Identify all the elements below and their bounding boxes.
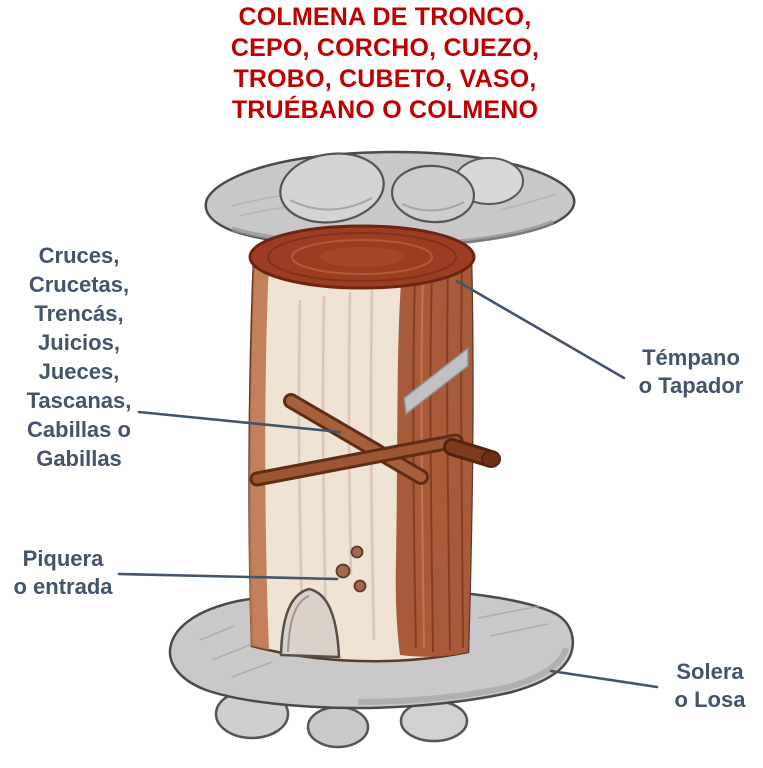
leader-line-lid	[455, 279, 626, 380]
weight-stone-shading	[289, 197, 373, 211]
label-line: Crucetas,	[28, 272, 130, 297]
log-front-texture	[297, 289, 376, 641]
label-line: Juicios,	[38, 330, 120, 355]
entrance-arch-shape	[279, 587, 341, 659]
log-rim-ring	[291, 239, 433, 275]
entrance-arch	[279, 587, 341, 659]
label-line: Gabillas	[36, 446, 122, 471]
label-line: Jueces,	[38, 359, 120, 384]
leader-line-crossbars	[137, 410, 342, 434]
cross-stick	[286, 396, 426, 482]
weight-stone-shading	[401, 201, 465, 212]
leader-lines	[117, 279, 659, 689]
cross-stick	[252, 436, 461, 484]
entrance-holes	[335, 545, 367, 593]
log-rim-center	[320, 247, 404, 267]
cross-sticks	[249, 393, 501, 487]
entrance-hole	[353, 579, 367, 593]
title-line: TROBO, CUBETO, VASO,	[233, 65, 537, 93]
entrance-arch-shading	[287, 595, 310, 653]
label-base: Solera o Losa	[659, 658, 761, 714]
label-line: Solera	[676, 659, 744, 684]
entrance-hole	[350, 545, 364, 559]
label-line: Piquera	[22, 546, 104, 571]
title-line: COLMENA DE TRONCO,	[238, 3, 532, 31]
title-line: CEPO, CORCHO, CUEZO,	[230, 34, 540, 62]
label-line: Trencás,	[34, 301, 124, 326]
stick-peg-end	[481, 450, 501, 468]
label-line: o Losa	[674, 687, 746, 712]
log-rim-ring	[267, 232, 457, 282]
label-entrance: Piquera o entrada	[0, 545, 126, 601]
foot-stone	[306, 705, 370, 749]
base-slab-shading	[357, 647, 569, 705]
metal-band	[403, 346, 469, 416]
diagram-title: COLMENA DE TRONCO, CEPO, CORCHO, CUEZO, …	[130, 2, 640, 126]
leader-line-base	[549, 669, 659, 689]
entrance-hole	[335, 563, 351, 579]
log-bark-left	[249, 258, 269, 650]
label-line: o Tapador	[638, 373, 744, 398]
title-line: TRUÉBANO O COLMENO	[231, 96, 539, 124]
leader-line-entrance	[117, 572, 339, 581]
label-crossbars: Cruces, Crucetas, Trencás, Juicios, Juec…	[8, 241, 150, 473]
label-line: Tascanas,	[26, 388, 132, 413]
label-lid: Témpano o Tapador	[618, 344, 763, 400]
label-line: Cruces,	[38, 243, 120, 268]
label-line: Cabillas o	[27, 417, 131, 442]
label-line: Témpano	[642, 345, 740, 370]
label-line: o entrada	[13, 574, 113, 599]
